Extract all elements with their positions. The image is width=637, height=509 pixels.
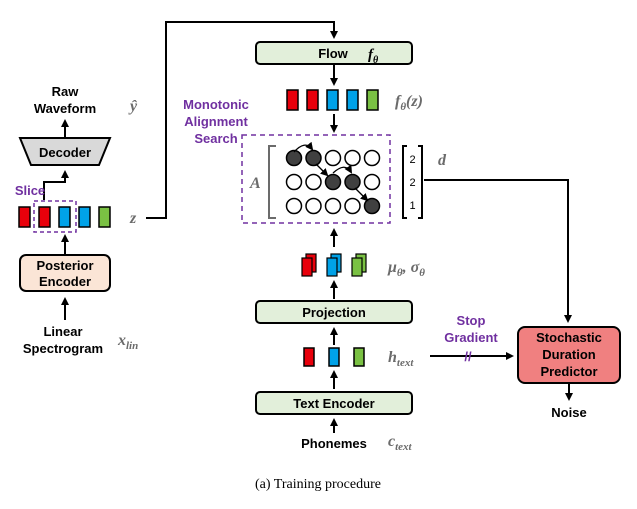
- alignment-cell-empty: [285, 197, 303, 215]
- phonemes-label: Phonemes: [301, 436, 367, 451]
- duration-value-2: 2: [409, 177, 415, 189]
- alignment-cell-empty: [344, 197, 361, 215]
- arrow-z-to-flow: [146, 21, 338, 219]
- alignment-cell-empty: [324, 197, 342, 215]
- d-symbol: d: [438, 152, 447, 169]
- alignment-path-arrow-1: [293, 141, 314, 153]
- mu-sigma-red-front: [301, 257, 313, 277]
- raw-waveform-label-line1: Raw: [52, 84, 80, 99]
- posterior-encoder-label-line1: Posterior: [36, 258, 93, 273]
- z-vector-red-1: [18, 206, 31, 228]
- mas-label-line3: Search: [194, 131, 237, 146]
- alignment-cell-active: [344, 173, 361, 191]
- posterior-encoder-block: [19, 254, 111, 292]
- z-vector-red-2: [38, 206, 51, 228]
- fz-vector-red-1: [286, 89, 299, 111]
- x-lin-symbol: xlin: [117, 332, 138, 352]
- raw-waveform-label-line2: Waveform: [34, 101, 96, 116]
- htext-vector-blue: [328, 347, 340, 367]
- mas-label-line1: Monotonic: [183, 97, 249, 112]
- arrow-d-to-sdp: [424, 179, 572, 323]
- mu-sigma-green-front: [351, 257, 363, 277]
- stop-gradient-mark: //: [464, 349, 472, 364]
- noise-label: Noise: [551, 405, 586, 420]
- alignment-cell-empty: [305, 173, 322, 191]
- z-vector-green: [98, 206, 111, 228]
- flow-f-theta: fθ: [368, 47, 379, 66]
- flow-label: Flow: [318, 46, 348, 61]
- alignment-cell-active: [324, 173, 342, 191]
- text-encoder-block: [255, 391, 413, 415]
- a-symbol: A: [249, 175, 261, 192]
- decoder-block: [18, 137, 112, 166]
- sdp-label-line3: Predictor: [540, 364, 597, 379]
- duration-value-1: 2: [409, 154, 415, 166]
- sdp-label-line1: Stochastic: [536, 330, 602, 345]
- alignment-cell-active: [305, 149, 322, 167]
- z-vector-blue-2: [78, 206, 91, 228]
- mu-sigma-symbol: μθ, σθ: [387, 259, 425, 279]
- h-text-symbol: htext: [388, 349, 414, 369]
- projection-label: Projection: [302, 305, 366, 320]
- posterior-encoder-label-line2: Encoder: [39, 274, 91, 289]
- fz-vector-blue-1: [326, 89, 339, 111]
- alignment-matrix: [285, 149, 381, 215]
- y-hat-symbol: ŷ: [128, 98, 138, 115]
- alignment-cell-empty: [344, 149, 361, 167]
- fz-vector-green: [366, 89, 379, 111]
- linear-spectrogram-label-line1: Linear: [43, 324, 82, 339]
- durations-right-bracket: [418, 145, 423, 219]
- stop-gradient-label-line1: Stop: [457, 313, 486, 328]
- mas-box: [241, 134, 391, 224]
- alignment-left-bracket: [268, 145, 276, 219]
- stop-gradient-label-line2: Gradient: [444, 330, 498, 345]
- slice-label: Slice: [15, 183, 45, 198]
- slice-box: [33, 200, 77, 233]
- arrow-slice-to-decoder: [43, 170, 69, 200]
- alignment-cell-active: [363, 197, 381, 215]
- alignment-cell-empty: [285, 173, 303, 191]
- htext-vector-red: [303, 347, 315, 367]
- durations-left-bracket: [402, 145, 407, 219]
- alignment-cell-empty: [363, 149, 381, 167]
- alignment-cell-empty: [324, 149, 342, 167]
- fz-vector-red-2: [306, 89, 319, 111]
- z-symbol: z: [129, 210, 137, 227]
- alignment-cell-empty: [305, 197, 322, 215]
- alignment-cell-active: [285, 149, 303, 167]
- decoder-label: Decoder: [39, 145, 91, 160]
- mas-label-line2: Alignment: [184, 114, 248, 129]
- text-encoder-label: Text Encoder: [293, 396, 374, 411]
- fz-vector-blue-2: [346, 89, 359, 111]
- duration-value-3: 1: [409, 200, 415, 212]
- z-vector-blue-1: [58, 206, 71, 228]
- htext-vector-green: [353, 347, 365, 367]
- linear-spectrogram-label-line2: Spectrogram: [23, 341, 103, 356]
- projection-block: [255, 300, 413, 324]
- alignment-path-arrow-3: [332, 164, 353, 174]
- alignment-path-arrow-4: [354, 187, 369, 202]
- alignment-path-arrow-2: [315, 163, 329, 177]
- figure-caption: (a) Training procedure: [255, 477, 381, 492]
- alignment-cell-empty: [363, 173, 381, 191]
- sdp-label-line2: Duration: [542, 347, 596, 362]
- c-text-symbol: ctext: [388, 433, 413, 453]
- mu-sigma-blue-front: [326, 257, 338, 277]
- f-theta-z-symbol: fθ(z): [395, 93, 423, 113]
